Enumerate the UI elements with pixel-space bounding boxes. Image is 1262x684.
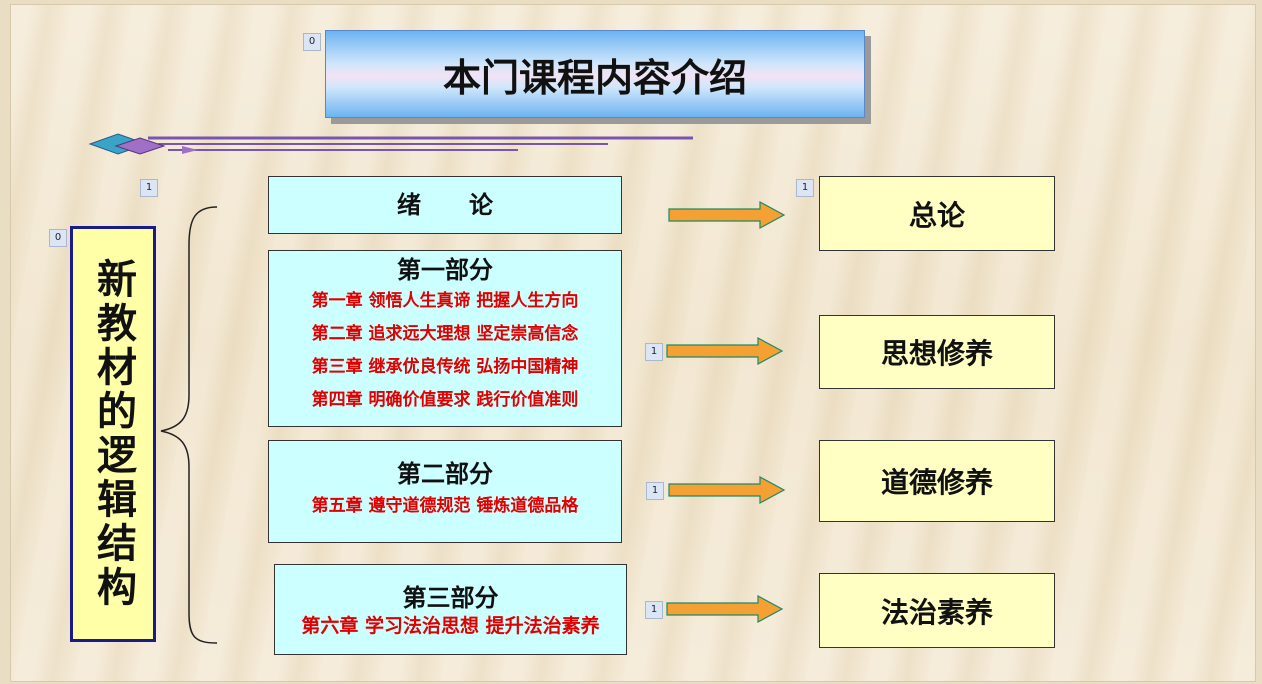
animation-badge-part2: 1 xyxy=(646,482,664,500)
arrow-right-icon xyxy=(668,475,786,505)
chapter-item: 第二章 追求远大理想 坚定崇高信念 xyxy=(311,324,579,344)
animation-badge-vertical: 0 xyxy=(49,229,67,247)
animation-badge-intro: 1 xyxy=(140,179,158,197)
animation-badge-part1: 1 xyxy=(645,343,663,361)
animation-badge-general: 1 xyxy=(796,179,814,197)
chapter-item: 第五章 遵守道德规范 锤炼道德品格 xyxy=(311,496,579,516)
page-title: 本门课程内容介绍 xyxy=(442,55,747,100)
part2-heading: 第二部分 xyxy=(397,460,493,488)
part2-box: 第二部分 第五章 遵守道德规范 锤炼道德品格 xyxy=(268,440,622,543)
chapter-item: 第一章 领悟人生真谛 把握人生方向 xyxy=(311,291,579,311)
animation-badge-title: 0 xyxy=(303,33,321,51)
arrow-right-icon xyxy=(668,200,786,230)
part1-heading: 第一部分 xyxy=(397,256,493,284)
intro-box: 绪 论 xyxy=(268,176,622,234)
arrow-right-icon xyxy=(666,594,784,624)
topic-thought: 思想修养 xyxy=(819,315,1055,389)
part3-box: 第三部分 第六章 学习法治思想 提升法治素养 xyxy=(274,564,627,655)
chapter-item: 第六章 学习法治思想 提升法治素养 xyxy=(301,615,600,637)
structure-label: 新教材的逻辑结构 xyxy=(90,258,136,610)
animation-badge-part3: 1 xyxy=(645,601,663,619)
topic-law: 法治素养 xyxy=(819,573,1055,648)
decorative-lines-icon xyxy=(88,133,693,155)
chapter-item: 第四章 明确价值要求 践行价值准则 xyxy=(311,390,579,410)
part1-box: 第一部分 第一章 领悟人生真谛 把握人生方向 第二章 追求远大理想 坚定崇高信念… xyxy=(268,250,622,427)
title-box: 本门课程内容介绍 xyxy=(325,30,865,118)
chapter-item: 第三章 继承优良传统 弘扬中国精神 xyxy=(311,357,579,377)
brace-icon xyxy=(160,206,218,644)
topic-general: 总论 xyxy=(819,176,1055,251)
part3-heading: 第三部分 xyxy=(402,584,499,612)
topic-morality: 道德修养 xyxy=(819,440,1055,522)
arrow-right-icon xyxy=(666,336,784,366)
structure-label-box: 新教材的逻辑结构 xyxy=(70,226,156,642)
intro-heading: 绪 论 xyxy=(397,191,493,219)
